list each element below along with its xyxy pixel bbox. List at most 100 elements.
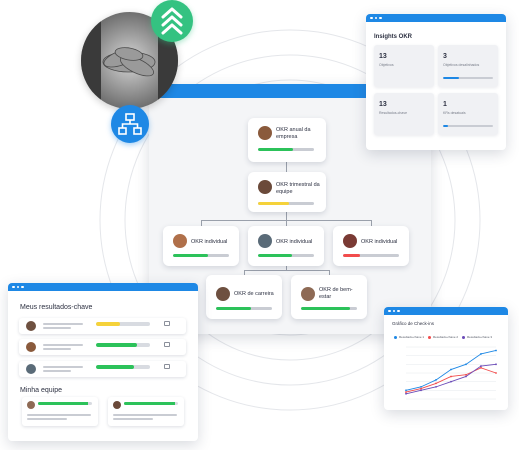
stat-progress-fill	[443, 125, 448, 127]
org-hierarchy-icon	[111, 105, 149, 143]
connector	[286, 220, 287, 226]
connector	[244, 270, 329, 271]
team-member-card[interactable]	[108, 397, 184, 426]
stat-value: 13	[379, 53, 387, 60]
text-placeholder	[43, 327, 71, 329]
data-point	[450, 368, 452, 371]
okr-card-label: OKR individual	[361, 239, 398, 245]
avatar	[27, 401, 35, 409]
okr-progress-fill	[216, 307, 252, 310]
stat-value: 3	[443, 53, 447, 60]
data-point	[495, 372, 497, 374]
connector	[201, 220, 202, 226]
data-point	[435, 382, 437, 385]
results-titlebar	[8, 283, 198, 291]
avatar	[258, 180, 272, 194]
data-point	[435, 379, 437, 381]
legend-label: Resultado-chave 3	[467, 335, 493, 339]
okr-card-career[interactable]: OKR de carreira	[206, 275, 282, 319]
team-member-card[interactable]	[22, 397, 98, 426]
text-placeholder	[43, 344, 83, 346]
text-placeholder	[27, 418, 67, 420]
okr-card-individual-3[interactable]: OKR individual	[333, 226, 409, 266]
text-placeholder	[27, 414, 91, 416]
legend-item: Resultado-chave 2	[428, 335, 458, 339]
data-point	[495, 349, 497, 352]
checkin-window: Gráfico de Check-ins Resultado-chave 1 R…	[384, 307, 508, 410]
stat-misaligned[interactable]: 3 Objetivos desalinhados	[438, 45, 498, 87]
stat-value: 13	[379, 101, 387, 108]
stat-value: 1	[443, 101, 447, 108]
result-progress-track	[96, 365, 150, 369]
team-progress-fill	[38, 402, 88, 405]
connector	[286, 212, 287, 220]
result-row[interactable]	[19, 318, 186, 334]
data-point	[450, 380, 452, 383]
data-point	[405, 392, 407, 395]
okr-card-company[interactable]: OKR anual da empresa	[248, 118, 326, 162]
avatar	[113, 401, 121, 409]
result-row[interactable]	[19, 361, 186, 377]
avatar	[26, 342, 36, 352]
team-title: Minha equipe	[20, 387, 63, 394]
result-progress-track	[96, 343, 150, 347]
data-point	[465, 375, 467, 378]
text-placeholder	[113, 418, 153, 420]
result-progress-fill	[96, 322, 121, 326]
okr-progress-fill	[258, 254, 292, 257]
avatar	[258, 126, 272, 140]
okr-card-individual-1[interactable]: OKR individual	[163, 226, 239, 266]
legend-item: Resultado-chave 1	[394, 335, 424, 339]
okr-progress-track	[258, 254, 314, 257]
okr-progress-fill	[343, 254, 360, 257]
avatar	[26, 364, 36, 374]
okr-card-label: OKR trimestral da equipe	[276, 182, 320, 195]
calendar-icon	[164, 364, 170, 369]
series-line-2	[405, 367, 497, 393]
team-progress-fill	[124, 402, 176, 405]
stat-progress-track	[443, 125, 493, 127]
calendar-icon	[164, 342, 170, 347]
okr-progress-track	[173, 254, 229, 257]
text-placeholder	[43, 370, 71, 372]
text-placeholder	[43, 348, 71, 350]
insights-window: Insights OKR 13 Objetivos 3 Objetivos de…	[366, 14, 506, 150]
okr-progress-fill	[258, 202, 289, 205]
stat-caption: KRs desatuais	[443, 111, 466, 115]
legend-label: Resultado-chave 1	[399, 335, 425, 339]
stat-caption: Objetivos desalinhados	[443, 63, 480, 67]
data-point	[420, 389, 422, 392]
stat-caption: Resultados-chave	[379, 111, 408, 115]
text-placeholder	[43, 323, 83, 325]
insights-title: Insights OKR	[374, 34, 413, 40]
okr-progress-track	[343, 254, 399, 257]
result-row[interactable]	[19, 339, 186, 355]
stat-key-results[interactable]: 13 Resultados-chave	[374, 93, 434, 135]
data-point	[480, 365, 482, 367]
data-point	[450, 375, 452, 378]
legend-swatch	[462, 335, 465, 339]
stat-outdated[interactable]: 1 KRs desatuais	[438, 93, 498, 135]
data-point	[405, 391, 407, 393]
okr-progress-track	[258, 202, 314, 205]
insights-titlebar	[366, 14, 506, 22]
okr-progress-track	[258, 148, 314, 151]
data-point	[405, 389, 407, 392]
okr-progress-track	[301, 307, 357, 310]
okr-card-label: OKR individual	[191, 239, 228, 245]
data-point	[420, 385, 422, 388]
avatar	[258, 234, 272, 248]
stat-progress-fill	[443, 77, 459, 79]
avatar	[301, 287, 315, 301]
data-point	[480, 353, 482, 355]
avatar	[173, 234, 187, 248]
data-point	[480, 366, 482, 369]
stat-objectives[interactable]: 13 Objetivos	[374, 45, 434, 87]
okr-card-wellbeing[interactable]: OKR de bem-estar	[291, 275, 367, 319]
okr-progress-fill	[301, 307, 351, 310]
connector	[244, 270, 245, 275]
okr-card-individual-2[interactable]: OKR individual	[248, 226, 324, 266]
calendar-icon	[164, 321, 170, 326]
okr-card-team[interactable]: OKR trimestral da equipe	[248, 172, 326, 212]
team-progress-track	[38, 402, 92, 405]
